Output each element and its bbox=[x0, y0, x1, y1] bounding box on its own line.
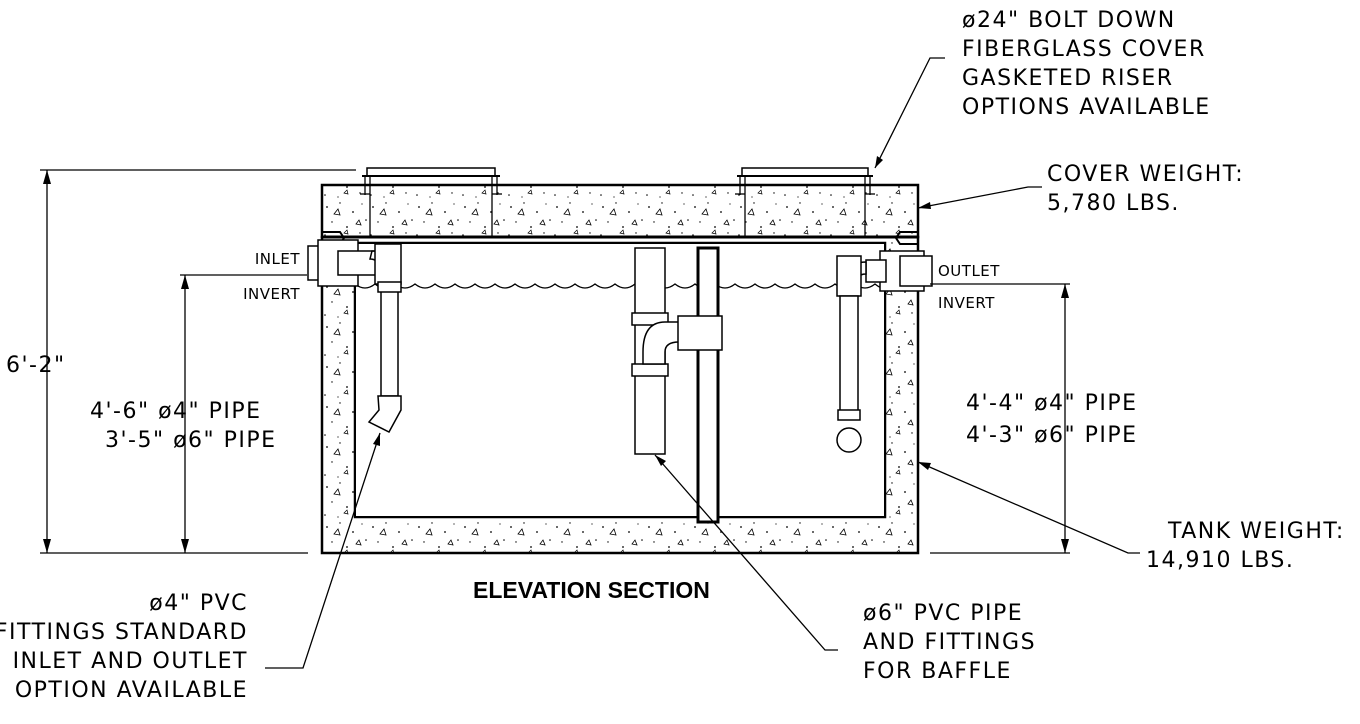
outlet-invert-dimensions: 4'-4" ø4" PIPE 4'-3" ø6" PIPE bbox=[966, 391, 1138, 448]
inlet-invert-label: INLET INVERT bbox=[243, 250, 300, 303]
svg-text:TANK WEIGHT:: TANK WEIGHT: bbox=[1167, 519, 1345, 544]
svg-text:AND FITTINGS: AND FITTINGS bbox=[863, 630, 1036, 655]
baffle-pipe-callout: ø6" PVC PIPE AND FITTINGS FOR BAFFLE bbox=[863, 601, 1036, 684]
svg-text:FIBERGLASS COVER: FIBERGLASS COVER bbox=[962, 37, 1206, 62]
svg-text:INLET AND OUTLET: INLET AND OUTLET bbox=[13, 649, 248, 674]
svg-text:OPTION AVAILABLE: OPTION AVAILABLE bbox=[15, 678, 248, 703]
inlet-invert-dimensions: 4'-6" ø4" PIPE 3'-5" ø6" PIPE bbox=[90, 399, 277, 453]
svg-text:4'-6" ø4" PIPE: 4'-6" ø4" PIPE bbox=[90, 399, 262, 424]
left-riser bbox=[360, 167, 502, 237]
cover-weight-callout: COVER WEIGHT: 5,780 LBS. bbox=[1047, 162, 1244, 216]
tank-weight-callout: TANK WEIGHT: 14,910 LBS. bbox=[1146, 519, 1345, 573]
inlet-outlet-pvc-callout: ø4" PVC FITTINGS STANDARD INLET AND OUTL… bbox=[0, 591, 248, 703]
svg-text:ø6" PVC PIPE: ø6" PVC PIPE bbox=[863, 601, 1023, 626]
water-line bbox=[354, 283, 886, 289]
tank-body bbox=[320, 183, 920, 555]
leader-lines bbox=[265, 57, 1140, 669]
svg-text:3'-5" ø6" PIPE: 3'-5" ø6" PIPE bbox=[105, 428, 277, 453]
svg-text:INLET: INLET bbox=[255, 250, 300, 268]
right-riser bbox=[735, 167, 875, 237]
dimension-lines bbox=[40, 169, 1070, 554]
svg-text:GASKETED RISER: GASKETED RISER bbox=[962, 66, 1174, 91]
svg-text:4'-4" ø4" PIPE: 4'-4" ø4" PIPE bbox=[966, 391, 1138, 416]
svg-text:OPTIONS AVAILABLE: OPTIONS AVAILABLE bbox=[962, 95, 1211, 120]
svg-text:COVER WEIGHT:: COVER WEIGHT: bbox=[1047, 162, 1244, 187]
overall-height-dimension: 6'-2" bbox=[6, 353, 66, 378]
baffle-wall bbox=[696, 246, 720, 524]
outlet-pipe-assembly bbox=[836, 250, 933, 453]
cover-slab bbox=[320, 183, 920, 239]
tank-interior bbox=[354, 242, 886, 518]
svg-text:5,780 LBS.: 5,780 LBS. bbox=[1047, 191, 1180, 216]
svg-text:14,910 LBS.: 14,910 LBS. bbox=[1146, 548, 1294, 573]
baffle-assembly bbox=[631, 246, 723, 524]
right-keyway bbox=[894, 231, 918, 245]
inlet-pipe-assembly bbox=[307, 239, 402, 433]
outlet-invert-label: OUTLET INVERT bbox=[938, 262, 1000, 312]
cover-spec-callout: ø24" BOLT DOWN FIBERGLASS COVER GASKETED… bbox=[962, 8, 1211, 120]
svg-text:FOR BAFFLE: FOR BAFFLE bbox=[863, 659, 1012, 684]
svg-text:INVERT: INVERT bbox=[243, 285, 300, 303]
svg-text:ø4" PVC: ø4" PVC bbox=[149, 591, 248, 616]
svg-text:INVERT: INVERT bbox=[938, 294, 995, 312]
svg-text:ø24" BOLT DOWN: ø24" BOLT DOWN bbox=[962, 8, 1176, 33]
svg-text:4'-3" ø6" PIPE: 4'-3" ø6" PIPE bbox=[966, 423, 1138, 448]
drawing-title: ELEVATION SECTION bbox=[473, 577, 710, 603]
svg-text:FITTINGS STANDARD: FITTINGS STANDARD bbox=[0, 620, 248, 645]
svg-text:OUTLET: OUTLET bbox=[938, 262, 1000, 280]
